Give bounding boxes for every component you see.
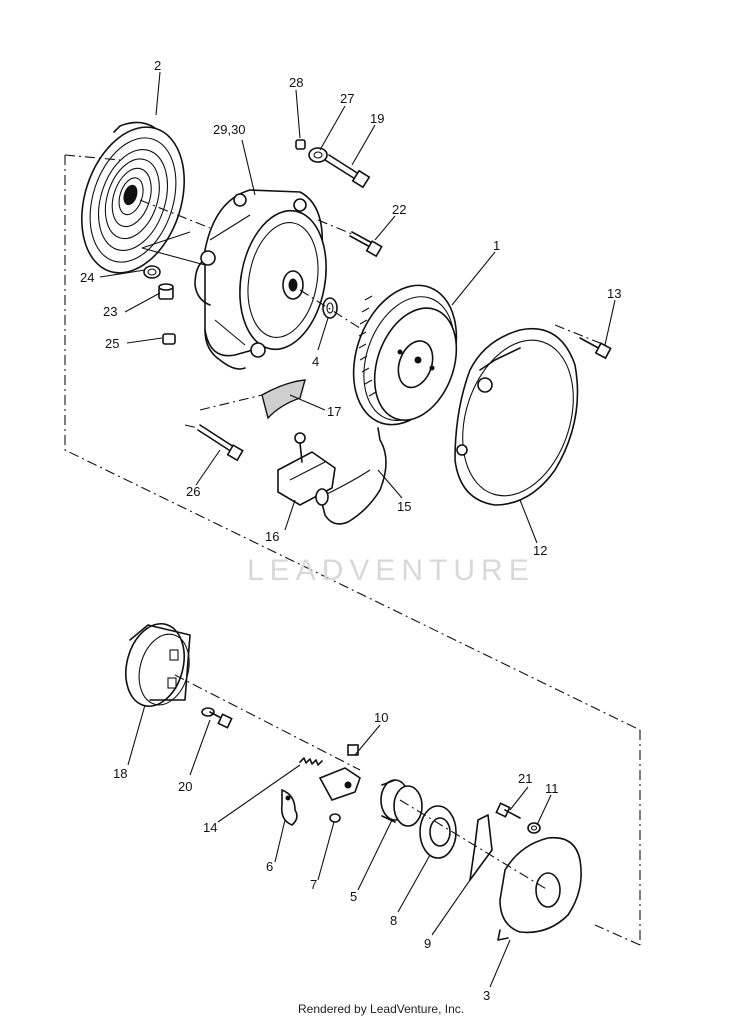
washer-11 [527, 822, 541, 834]
recoil-spring [81, 121, 211, 274]
ratchet-10 [318, 744, 361, 801]
callout-27: 27 [340, 91, 354, 106]
callout-28: 28 [289, 75, 303, 90]
callout-4: 4 [312, 354, 319, 369]
callout-3: 3 [483, 988, 490, 1003]
callout-7: 7 [310, 877, 317, 892]
footer-credit: Rendered by LeadVenture, Inc. [298, 1002, 464, 1016]
callout-25: 25 [105, 336, 119, 351]
callout-17: 17 [327, 404, 341, 419]
frame-lines [64, 154, 641, 946]
watermark: LEADVENTURE [247, 554, 535, 587]
callout-5: 5 [350, 889, 357, 904]
small-fasteners [141, 231, 206, 345]
outer-cover [454, 328, 579, 506]
starter-housing [194, 189, 327, 370]
washer-8 [419, 805, 457, 859]
callout-23: 23 [103, 304, 117, 319]
callout-15: 15 [397, 499, 411, 514]
leader-lines [99, 71, 616, 988]
bolt-13 [579, 337, 612, 360]
clip-17 [199, 379, 306, 420]
callout-12: 12 [533, 543, 547, 558]
callout-20: 20 [178, 779, 192, 794]
callout-9: 9 [424, 936, 431, 951]
drum-5 [380, 779, 423, 827]
cup-18 [125, 622, 361, 771]
bolt-20 [201, 707, 233, 729]
callout-14: 14 [203, 820, 217, 835]
callout-26: 26 [186, 484, 200, 499]
callout-2: 2 [154, 58, 161, 73]
callout-labels: 2 29,30 28 27 19 22 1 13 24 23 25 4 17 2… [80, 58, 621, 1003]
switch-harness [277, 427, 387, 525]
callout-22: 22 [392, 202, 406, 217]
bolt-21 [495, 802, 521, 819]
flywheel-pulley [352, 284, 458, 426]
spring-clip-9 [469, 814, 493, 881]
callout-21: 21 [518, 771, 532, 786]
callout-29-30: 29,30 [213, 122, 246, 137]
callout-11: 11 [545, 781, 559, 796]
callout-18: 18 [113, 766, 127, 781]
callout-10: 10 [374, 710, 388, 725]
bolt-26 [184, 424, 244, 462]
spring-14 [299, 757, 323, 766]
pin-7 [329, 813, 341, 823]
callout-13: 13 [607, 286, 621, 301]
top-screw-assembly [295, 139, 371, 189]
callout-19: 19 [370, 111, 384, 126]
plate-3 [399, 799, 582, 941]
bolt-22 [317, 219, 383, 258]
callout-6: 6 [266, 859, 273, 874]
callout-24: 24 [80, 270, 94, 285]
callout-1: 1 [493, 238, 500, 253]
pawl-6 [280, 788, 298, 826]
callout-16: 16 [265, 529, 279, 544]
callout-8: 8 [390, 913, 397, 928]
